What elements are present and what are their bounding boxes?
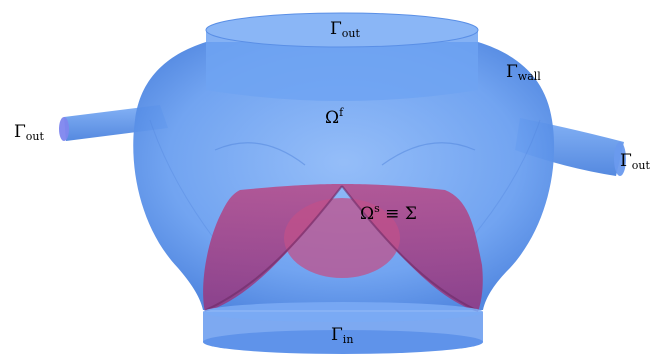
label-gamma-in: Γin	[331, 325, 354, 346]
label-gamma-out-left: Γout	[14, 122, 44, 143]
label-gamma-out-right: Γout	[620, 151, 650, 172]
label-omega-fluid: Ωf	[325, 106, 344, 128]
bottom-inlet-cylinder	[203, 302, 483, 354]
label-omega-solid: Ωs ≡ Σ	[360, 202, 417, 224]
label-gamma-out-top: Γout	[330, 19, 360, 40]
label-gamma-wall: Γwall	[506, 62, 541, 83]
valve-leaflets	[203, 184, 483, 312]
top-outlet-cylinder	[205, 12, 479, 101]
